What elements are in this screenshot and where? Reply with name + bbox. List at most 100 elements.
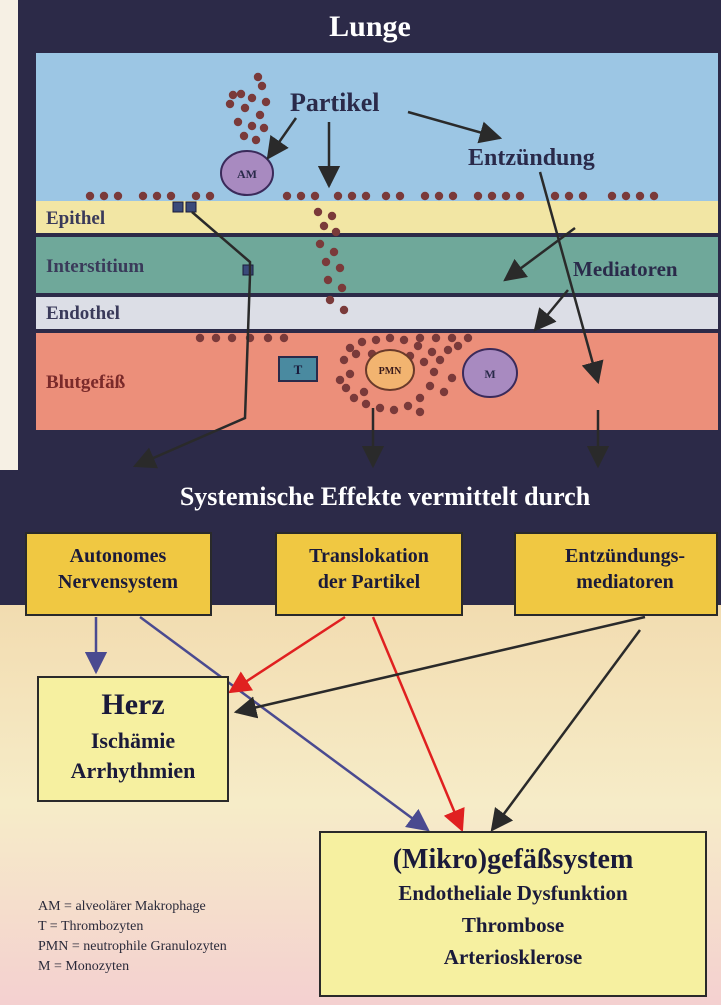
- particle-dot: [279, 333, 289, 343]
- particle-dot: [195, 333, 205, 343]
- pmn-cell-label: PMN: [379, 366, 403, 377]
- receptor-square: [242, 264, 254, 276]
- particle-dot: [371, 335, 381, 345]
- particle-dot: [228, 90, 238, 100]
- inflammation-label: Entzündung: [468, 145, 595, 171]
- particle-dot: [236, 89, 246, 99]
- particle-dot: [239, 131, 249, 141]
- particle-dot: [333, 191, 343, 201]
- particle-dot: [152, 191, 162, 201]
- translocation-box-line2: der Partikel: [318, 571, 421, 593]
- particle-dot: [327, 211, 337, 221]
- particle-dot: [453, 341, 463, 351]
- translocation-box: [275, 532, 463, 616]
- particle-dot: [310, 191, 320, 201]
- particle-dot: [337, 283, 347, 293]
- interstitium-layer: [36, 237, 718, 293]
- particle-dot: [323, 275, 333, 285]
- heart-title: Herz: [101, 688, 164, 721]
- particle-dot: [431, 333, 441, 343]
- particle-dot: [339, 355, 349, 365]
- particle-dot: [319, 221, 329, 231]
- particle-dot: [415, 333, 425, 343]
- inflammation-mediators-box: [514, 532, 718, 616]
- particle-dot: [113, 191, 123, 201]
- arrow-translocation-to-vascular: [371, 616, 465, 833]
- particle-dot: [345, 343, 355, 353]
- particle-dot: [313, 207, 323, 217]
- legend-item: AM = alveolärer Makrophage: [38, 899, 206, 914]
- vascular-line1: Endotheliale Dysfunktion: [398, 881, 628, 905]
- particle-dot: [447, 373, 457, 383]
- epithel-label: Epithel: [46, 208, 105, 229]
- particle-dot: [315, 239, 325, 249]
- particle-dot: [564, 191, 574, 201]
- particle-dot: [607, 191, 617, 201]
- arrow-mediators-to-vascular: [490, 629, 642, 832]
- particle-dot: [463, 333, 473, 343]
- pmn-cell: [365, 349, 415, 391]
- alveolar-air-space: [36, 53, 718, 201]
- endothel-label: Endothel: [46, 303, 120, 324]
- vascular-line3: Arteriosklerose: [444, 945, 582, 969]
- particle-dot: [325, 295, 335, 305]
- lung-title: Lunge: [329, 10, 411, 43]
- particle-dot: [578, 191, 588, 201]
- arrow-inflammation-interstitium: [503, 226, 576, 282]
- particle-dot: [138, 191, 148, 201]
- particle-dot: [85, 191, 95, 201]
- particle-dot: [321, 257, 331, 267]
- particle-dot: [415, 407, 425, 417]
- particle-dot: [435, 355, 445, 365]
- heart-line1: Ischämie: [91, 728, 176, 753]
- arrow-mediators-to-heart: [233, 615, 646, 719]
- particle-dot: [447, 333, 457, 343]
- particle-dot: [349, 393, 359, 403]
- particle-dot: [351, 349, 361, 359]
- particle-dot: [487, 191, 497, 201]
- particle-dot: [649, 191, 659, 201]
- particle-dot: [425, 381, 435, 391]
- particle-dot: [99, 191, 109, 201]
- t-cell-label: T: [294, 362, 303, 377]
- particle-dot: [359, 387, 369, 397]
- particle-dot: [339, 305, 349, 315]
- particle-dot: [429, 367, 439, 377]
- autonomic-box-line2: Nervensystem: [58, 571, 178, 593]
- particle-dot: [335, 375, 345, 385]
- mediators-box-line2: mediatoren: [576, 571, 673, 593]
- vascular-line2: Thrombose: [462, 913, 564, 937]
- particle-dot: [282, 191, 292, 201]
- particle-dot: [381, 191, 391, 201]
- particle-dot: [420, 191, 430, 201]
- particle-dot: [259, 123, 269, 133]
- particle-dot: [419, 357, 429, 367]
- particle-dot: [211, 333, 221, 343]
- particle-dot: [389, 405, 399, 415]
- legend-item: T = Thrombozyten: [38, 919, 143, 934]
- am-cell-label: AM: [237, 167, 257, 181]
- particle-dot: [550, 191, 560, 201]
- particle-dot: [635, 191, 645, 201]
- autonomic-box-line1: Autonomes: [70, 545, 167, 567]
- particle-dot: [621, 191, 631, 201]
- particle-dot: [415, 393, 425, 403]
- particle-dot: [331, 227, 341, 237]
- particle-dot: [261, 97, 271, 107]
- heart-outcome-box: [37, 676, 229, 802]
- particle-dot: [247, 93, 257, 103]
- particle-dot: [335, 263, 345, 273]
- vascular-outcome-box: [319, 831, 707, 997]
- particle-dot: [375, 403, 385, 413]
- particle-dot: [399, 335, 409, 345]
- particle-dot: [255, 110, 265, 120]
- particle-dot: [341, 383, 351, 393]
- particle-dot: [357, 337, 367, 347]
- monocyte-cell: [462, 348, 518, 398]
- particle-dot: [257, 81, 267, 91]
- abbreviation-legend: AM = alveolärer Makrophage T = Thrombozy…: [38, 899, 227, 974]
- particle-dot: [443, 345, 453, 355]
- particle-dot: [251, 135, 261, 145]
- epithel-layer: [36, 201, 718, 233]
